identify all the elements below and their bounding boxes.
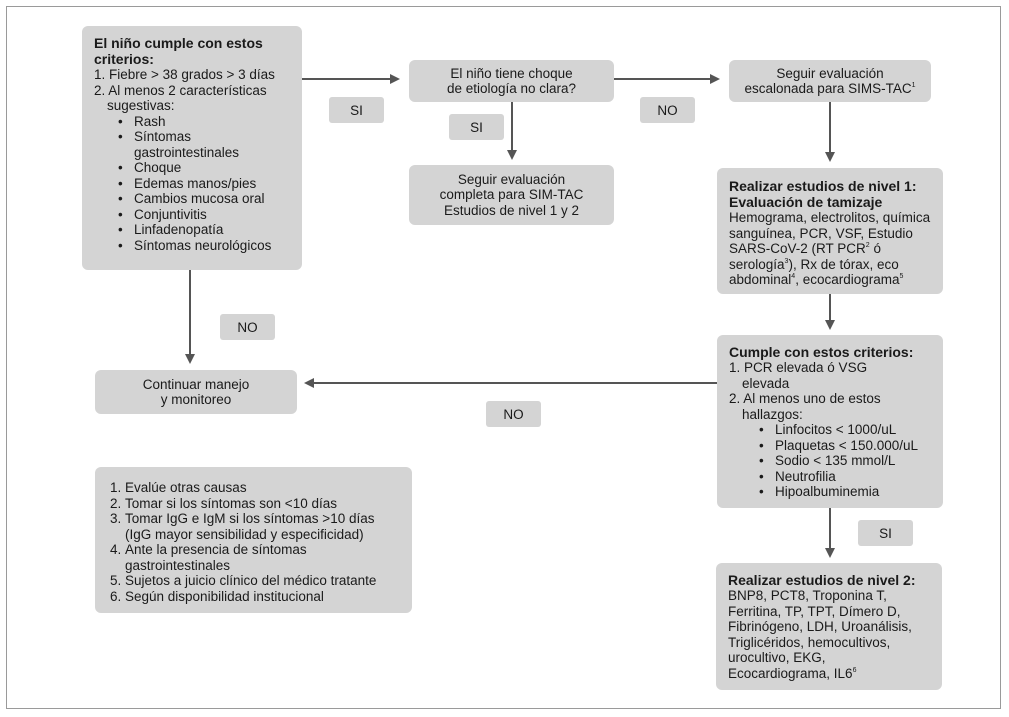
level1-studies-box: Realizar estudios de nivel 1: Evaluación… <box>717 168 943 294</box>
footnote-ref: 6 <box>852 666 857 674</box>
meets-findings-list: Linfocitos < 1000/uL Plaquetas < 150.000… <box>729 422 937 500</box>
list-item: Linfocitos < 1000/uL <box>759 422 937 438</box>
shock-question-box: El niño tiene choque de etiología no cla… <box>409 60 614 102</box>
level1-text-d: , ecocardiograma <box>795 272 900 287</box>
criteria-item-1: 1. Fiebre > 38 grados > 3 días <box>94 67 275 82</box>
complete-evaluation-line-1: Seguir evaluación <box>457 171 566 187</box>
criteria-features-list: Rash Síntomas gastrointestinales Choque … <box>94 114 294 254</box>
list-item: Choque <box>118 160 294 176</box>
level1-text-c: ), Rx de tórax, eco abdominal <box>729 256 899 288</box>
criteria-box: El niño cumple con estos criterios: 1. F… <box>82 26 302 270</box>
level1-text-b: ó serología <box>729 241 881 272</box>
level2-text-body: BNP8, PCT8, Troponina T, Ferritina, TP, … <box>728 588 912 681</box>
si-label-1: SI <box>329 97 384 123</box>
level2-title: Realizar estudios de nivel 2: <box>728 572 916 588</box>
level2-studies-box: Realizar estudios de nivel 2: BNP8, PCT8… <box>716 563 942 690</box>
diagram-frame <box>6 6 1001 709</box>
staged-evaluation-line-2: escalonada para SIMS-TAC1 <box>745 81 916 97</box>
no-label-1: NO <box>640 97 695 123</box>
list-item: Tomar IgG e IgM si los síntomas >10 días… <box>125 511 404 542</box>
shock-question-line-1: El niño tiene choque <box>450 65 573 81</box>
footnote-ref: 1 <box>911 82 916 89</box>
list-item: Neutrofilia <box>759 469 937 485</box>
list-item: Tomar si los síntomas son <10 días <box>125 496 404 512</box>
continue-line-1: Continuar manejo <box>142 376 250 392</box>
level1-text: Hemograma, electrolitos, química sanguín… <box>729 210 937 288</box>
list-item: Conjuntivitis <box>118 207 294 223</box>
staged-evaluation-box: Seguir evaluación escalonada para SIMS-T… <box>729 60 931 102</box>
list-item: Linfadenopatía <box>118 222 294 238</box>
complete-evaluation-line-2: completa para SIM-TAC <box>439 187 584 203</box>
staged-evaluation-text: escalonada para SIMS-TAC <box>744 81 912 96</box>
footnote-ref: 4 <box>791 273 796 280</box>
footnote-ref: 3 <box>784 257 789 265</box>
staged-evaluation-line-1: Seguir evaluación <box>776 65 884 81</box>
meets-criteria-item-2: 2. Al menos uno de estos hallazgos: <box>729 391 881 422</box>
no-label-3: NO <box>486 401 541 427</box>
list-item: Según disponibilidad institucional <box>125 589 404 605</box>
footnote-ref: 2 <box>865 242 870 249</box>
list-item: Síntomas gastrointestinales <box>118 129 244 160</box>
complete-evaluation-box: Seguir evaluación completa para SIM-TAC … <box>409 165 614 225</box>
meets-criteria-box: Cumple con estos criterios: 1. PCR eleva… <box>717 335 943 508</box>
continue-management-box: Continuar manejo y monitoreo <box>95 370 297 414</box>
list-item: Plaquetas < 150.000/uL <box>759 438 937 454</box>
si-label-3: SI <box>858 520 913 546</box>
list-item: Ante la presencia de síntomas gastrointe… <box>125 542 325 573</box>
footnote-ref: 5 <box>899 273 904 280</box>
list-item: Síntomas neurológicos <box>118 238 294 254</box>
level2-text: BNP8, PCT8, Troponina T, Ferritina, TP, … <box>728 588 928 681</box>
list-item: Sujetos a juicio clínico del médico trat… <box>125 573 404 589</box>
list-item: Cambios mucosa oral <box>118 191 294 207</box>
list-item: Hipoalbuminemia <box>759 484 937 500</box>
no-label-2: NO <box>220 314 275 340</box>
continue-line-2: y monitoreo <box>160 392 232 407</box>
list-item: Edemas manos/pies <box>118 176 294 192</box>
complete-evaluation-line-3: Estudios de nivel 1 y 2 <box>443 202 580 218</box>
footnotes-list: Evalúe otras causas Tomar si los síntoma… <box>103 480 404 604</box>
meets-criteria-title: Cumple con estos criterios: <box>729 344 914 360</box>
list-item: Sodio < 135 mmol/L <box>759 453 937 469</box>
shock-question-line-2: de etiología no clara? <box>446 81 577 96</box>
footnotes-box: Evalúe otras causas Tomar si los síntoma… <box>95 467 412 613</box>
list-item: Evalúe otras causas <box>125 480 404 496</box>
level1-title: Realizar estudios de nivel 1: Evaluación… <box>729 178 917 210</box>
list-item: Rash <box>118 114 294 130</box>
level1-text-a: Hemograma, electrolitos, química sanguín… <box>729 210 931 256</box>
si-label-2: SI <box>449 114 504 140</box>
meets-criteria-item-1: 1. PCR elevada ó VSG elevada <box>729 360 868 391</box>
criteria-title: El niño cumple con estos criterios: <box>94 35 263 67</box>
criteria-item-2: 2. Al menos 2 características sugestivas… <box>94 82 267 114</box>
